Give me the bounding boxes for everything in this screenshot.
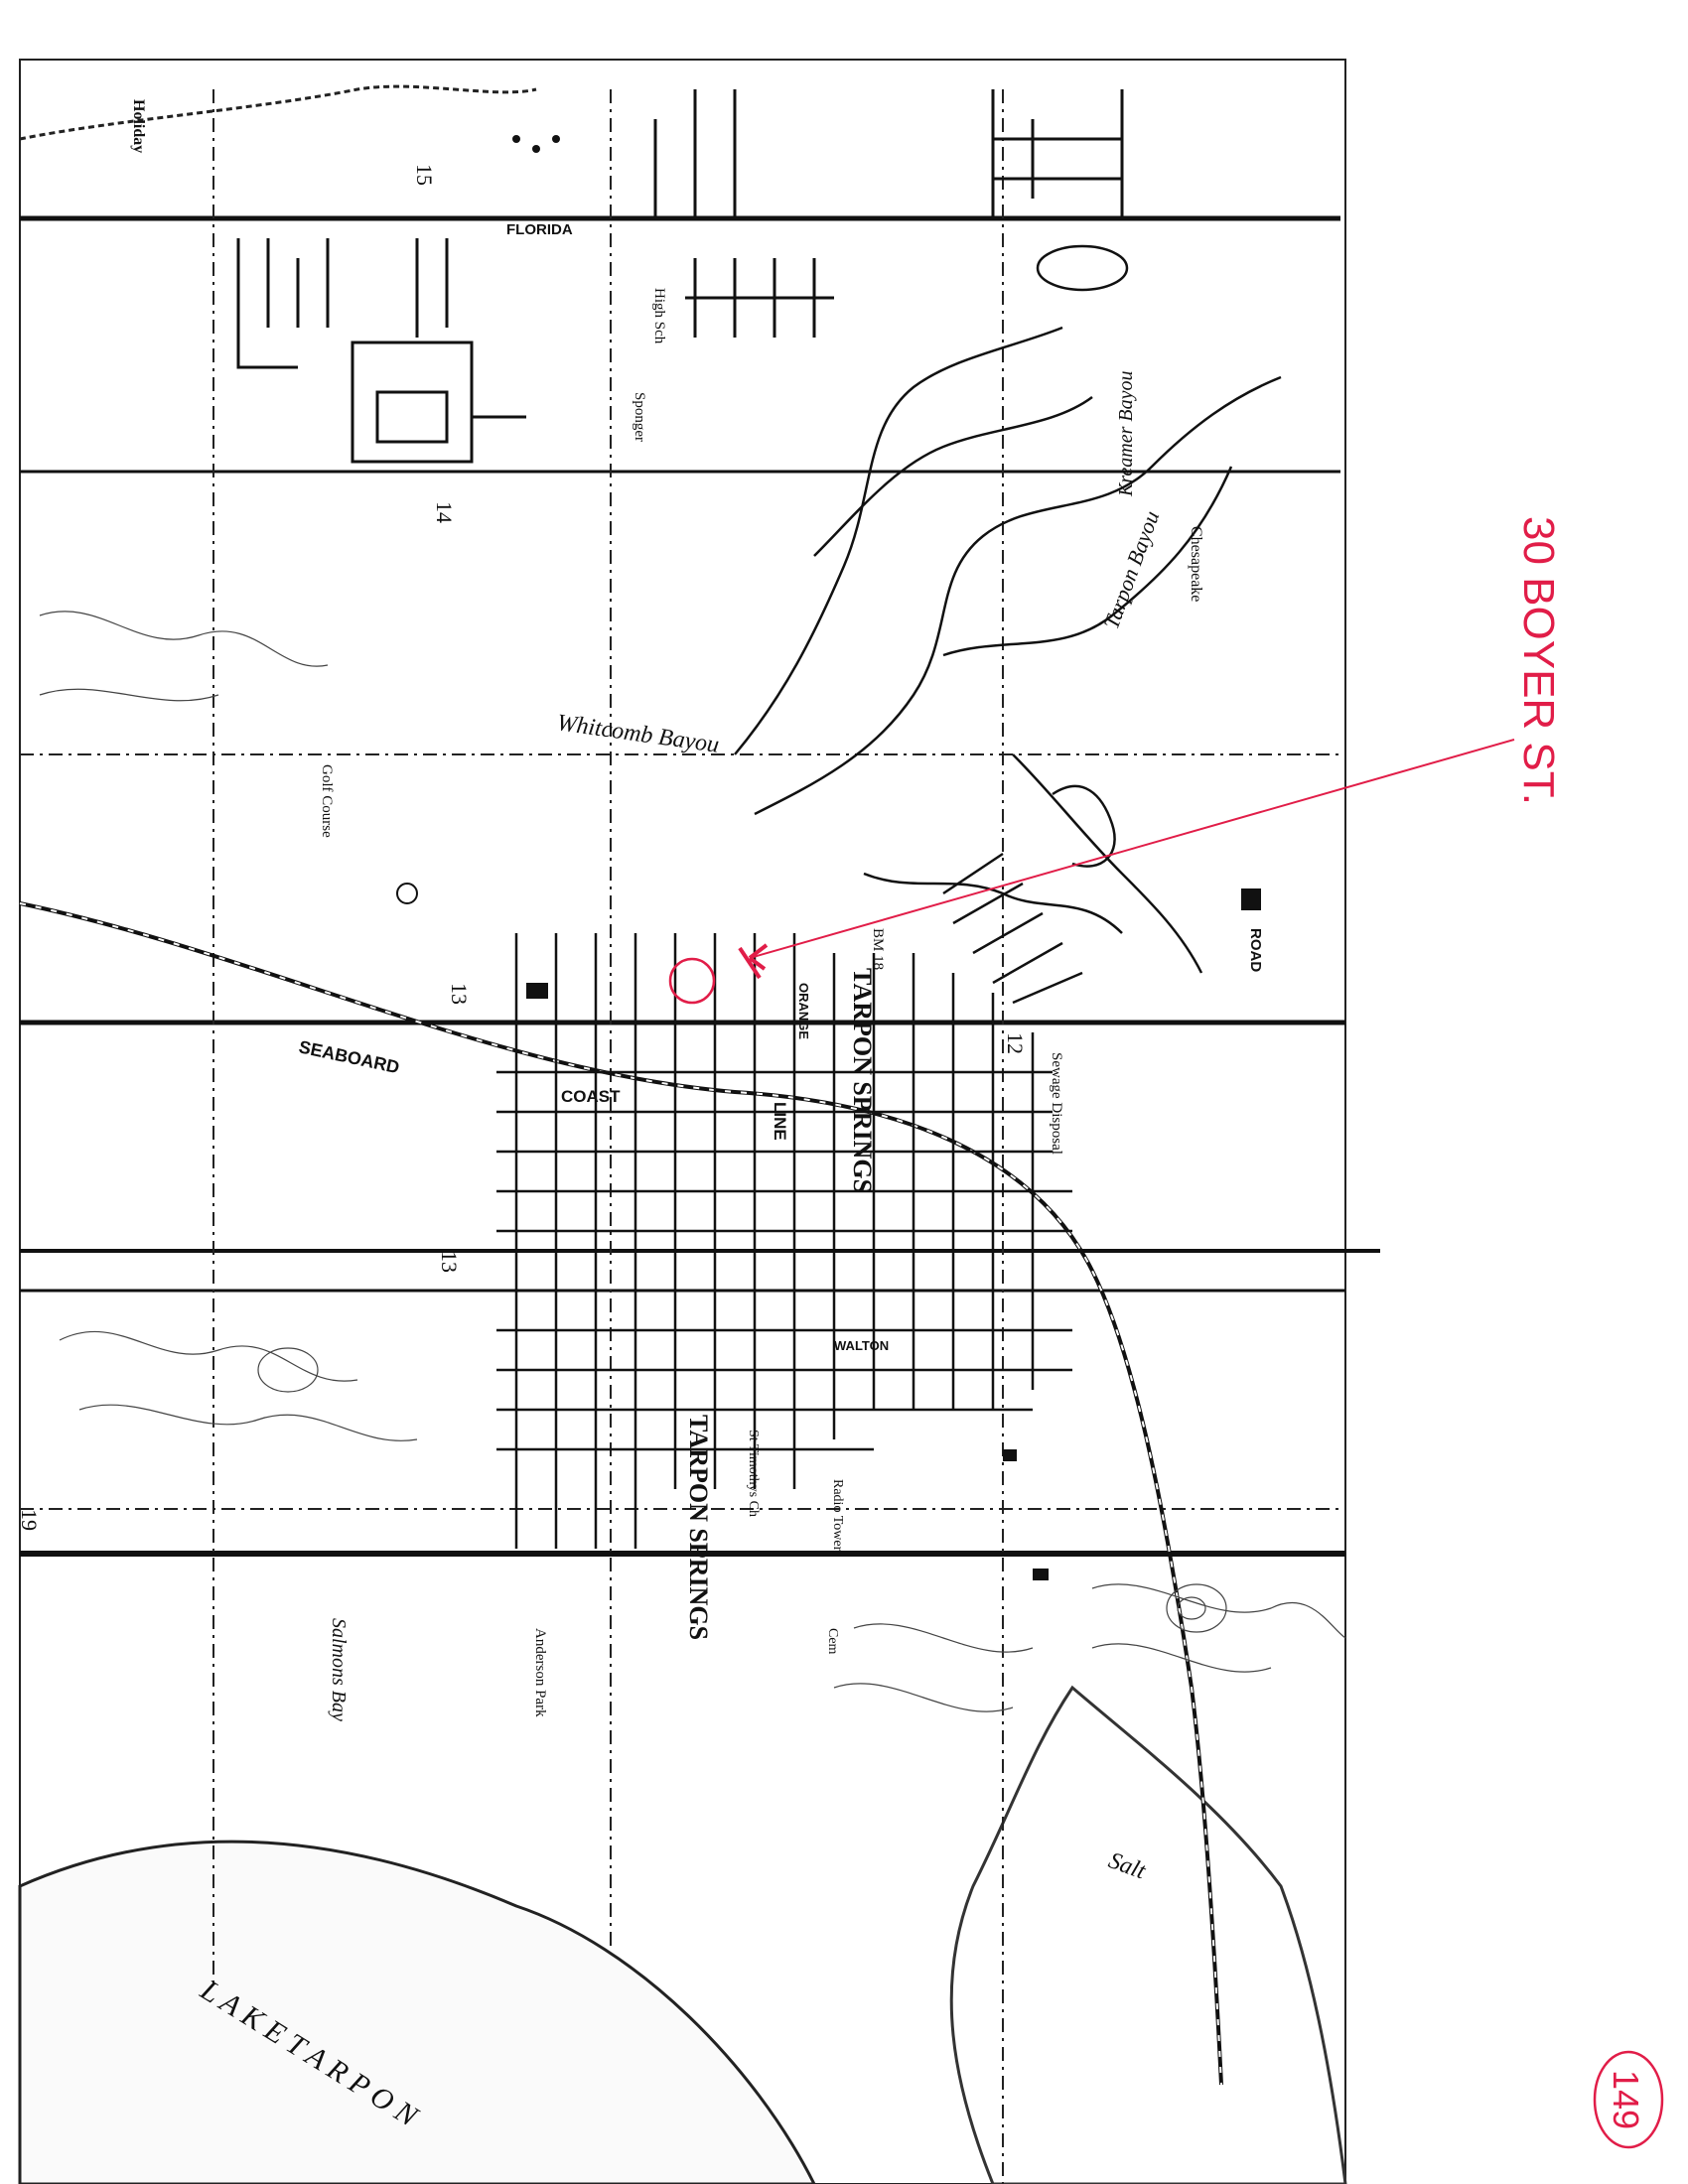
tarpon-springs-label-1: TARPON SPRINGS: [848, 968, 877, 1193]
salt-label: Salt: [1105, 1847, 1150, 1885]
section-number-12: 12: [1003, 1032, 1028, 1054]
sponger-label: Sponger: [632, 392, 647, 442]
walton-label: WALTON: [834, 1338, 889, 1353]
highways: [20, 215, 1380, 1557]
radio-tower-label: Radio Tower: [830, 1479, 845, 1552]
coast-label: COAST: [561, 1087, 621, 1106]
salmons-bay-label: Salmons Bay: [328, 1618, 350, 1721]
section-number-14: 14: [432, 501, 457, 523]
contour-lines: [39, 611, 1346, 1712]
golf-course-label: Golf Course: [319, 764, 335, 838]
lake-tarpon-shoreline: [18, 1840, 816, 2184]
whitcomb-bayou-label: Whitcomb Bayou: [555, 710, 721, 758]
page-number-circle: [1593, 2050, 1664, 2149]
pointer-arrowhead: [738, 943, 769, 980]
section-number-13b: 13: [437, 1251, 462, 1273]
canal-fingers: [942, 784, 1116, 1005]
high-sch-label: High Sch: [651, 288, 667, 344]
holiday-label: Holiday: [130, 99, 147, 153]
north-subdivisions: [236, 89, 1124, 464]
chesapeake-label: Chesapeake: [1188, 526, 1204, 602]
section-number-13a: 13: [447, 983, 472, 1005]
building-markers: [396, 135, 1261, 1580]
bayous: [734, 244, 1282, 974]
st-timothys-label: St Timothys Ch: [746, 1430, 761, 1517]
section-number-19: 19: [17, 1509, 42, 1531]
page-number: 149: [1606, 2070, 1646, 2129]
florida-label: FLORIDA: [506, 221, 573, 238]
bm18-label: BM 18: [870, 928, 886, 970]
section-number-15: 15: [412, 164, 437, 186]
location-circle: [668, 957, 716, 1005]
road-label: ROAD: [1247, 928, 1264, 972]
tarpon-bayou-label: Tarpon Bayou: [1098, 507, 1164, 632]
pointer-line: [749, 739, 1515, 959]
salt-lake-shoreline: [949, 1685, 1347, 2184]
orange-label: ORANGE: [796, 983, 811, 1039]
red-annotation: 30 BOYER ST. 149: [668, 516, 1664, 2149]
seaboard-label: SEABOARD: [297, 1036, 401, 1077]
address-annotation: 30 BOYER ST.: [1514, 516, 1563, 805]
section-lines: [20, 89, 1340, 2184]
tarpon-springs-label-2: TARPON SPRINGS: [684, 1415, 713, 1640]
coastline-north: [19, 84, 537, 141]
map-frame: [19, 59, 1346, 2184]
kreamer-bayou-label: Kreamer Bayou: [1115, 371, 1137, 497]
cem-label: Cem: [825, 1628, 840, 1655]
anderson-park-label: Anderson Park: [532, 1628, 548, 1717]
street-grid: [496, 933, 1072, 1549]
sewage-disposal-label: Sewage Disposal: [1049, 1052, 1064, 1155]
line-label: LINE: [771, 1102, 789, 1141]
